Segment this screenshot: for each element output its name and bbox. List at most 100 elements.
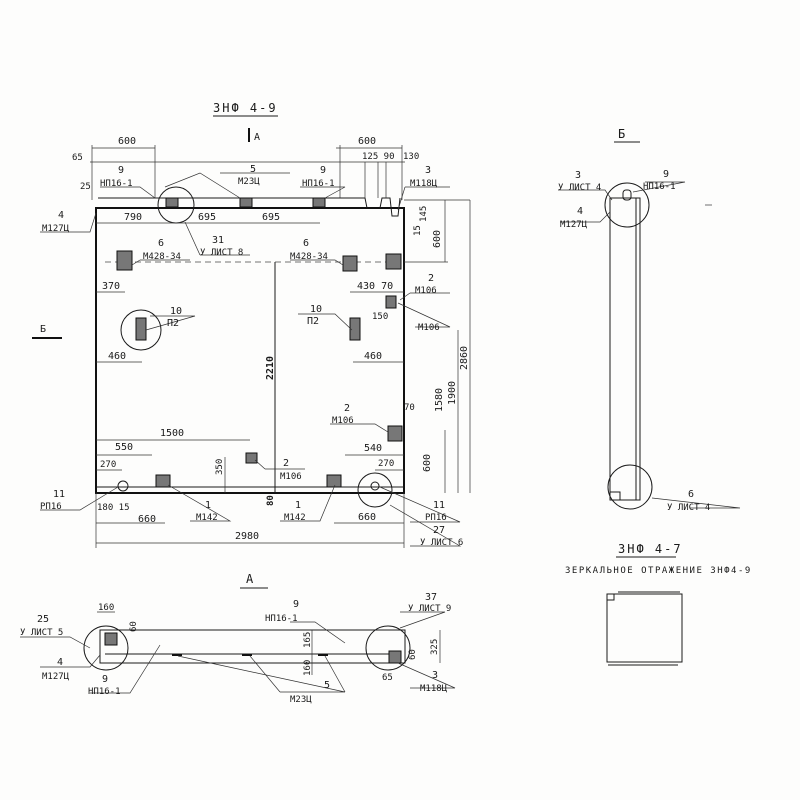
callout-list6: У ЛИСТ 6 xyxy=(420,538,463,548)
callout-list5: У ЛИСТ 5 xyxy=(20,628,63,638)
leader-lines xyxy=(40,172,462,547)
mirror-variant: ЗНФ 4-7 ЗЕРКАЛЬНОЕ ОТРАЖЕНИЕ ЗНФ4-9 xyxy=(565,542,752,666)
callout-pos: 3 xyxy=(575,170,581,181)
callout-pos: 2 xyxy=(283,458,289,469)
dim-145: 145 xyxy=(419,206,429,222)
anchor-bolt xyxy=(370,481,380,491)
callout-pos: 10 xyxy=(310,304,322,315)
dim-660: 660 xyxy=(138,514,156,525)
section-a-title: А xyxy=(246,572,255,586)
dim-370: 370 xyxy=(102,281,120,292)
dim-130: 130 xyxy=(403,152,419,162)
callout-pos: 5 xyxy=(250,164,256,175)
leader-lines xyxy=(20,611,456,694)
embedded-plate xyxy=(388,650,402,664)
embedded-plate xyxy=(104,632,118,646)
dim-65: 65 xyxy=(382,673,393,683)
callout-pos: 31 xyxy=(212,235,224,246)
loop-mark xyxy=(622,189,632,201)
dim-350: 350 xyxy=(215,459,225,475)
section-b: Б 3 У ЛИСТ 4 9 НП16-1 4 М127Ц 6 У ЛИСТ 4 xyxy=(558,127,741,513)
dim-2210: 2210 xyxy=(265,356,276,380)
dim-25: 25 xyxy=(80,182,91,192)
callout-m106: М106 xyxy=(332,416,354,426)
callout-np16: НП16-1 xyxy=(265,614,298,624)
callout-m118: М118Ц xyxy=(420,684,448,694)
dim-460: 460 xyxy=(364,351,382,362)
callout-pos: 6 xyxy=(303,238,309,249)
dim-430-70: 430 70 xyxy=(357,281,393,292)
callout-m106: М106 xyxy=(415,286,437,296)
callout-m106: М106 xyxy=(418,323,440,333)
dim-180-15: 180 15 xyxy=(97,503,130,513)
callout-np16: НП16-1 xyxy=(302,179,335,189)
dim-80: 80 xyxy=(266,495,276,506)
embedded-plate xyxy=(312,197,326,208)
embedded-plate xyxy=(342,255,358,272)
dim-600-vertical: 600 xyxy=(432,230,443,248)
callout-list8: У ЛИСТ 8 xyxy=(200,248,243,258)
embedded-plate xyxy=(385,295,397,309)
callout-pos: 10 xyxy=(170,306,182,317)
embedded-plate xyxy=(155,474,171,488)
dim-695: 695 xyxy=(198,212,216,223)
detail-circle xyxy=(607,464,653,510)
dim-1500: 1500 xyxy=(160,428,184,439)
detail-circle xyxy=(120,309,162,351)
callout-m127: М127Ц xyxy=(560,220,588,230)
callout-pos: 3 xyxy=(425,165,431,176)
callout-pos: 4 xyxy=(577,206,583,217)
callout-rp16: РП16 xyxy=(425,513,447,523)
dim-160: 160 xyxy=(98,603,114,613)
callout-list9: У ЛИСТ 9 xyxy=(408,604,451,614)
top-strip xyxy=(98,197,368,209)
main-title: ЗНФ 4-9 xyxy=(213,101,278,115)
callout-m127: М127Ц xyxy=(42,224,70,234)
dim-600: 600 xyxy=(358,136,376,147)
section-a-body xyxy=(99,629,406,664)
section-a: А 160 60 25 У ЛИСТ 5 4 М127Ц 9 НП16-1 9 … xyxy=(20,572,456,705)
callout-np16: НП16-1 xyxy=(88,687,121,697)
embedded-plate xyxy=(165,197,179,208)
dim-270: 270 xyxy=(100,460,116,470)
dim-550: 550 xyxy=(115,442,133,453)
callout-pos: 9 xyxy=(663,169,669,180)
callout-pos: 9 xyxy=(102,674,108,685)
callout-m106: М106 xyxy=(280,472,302,482)
callout-pos: 11 xyxy=(53,489,65,500)
detail-circle xyxy=(83,625,129,671)
callout-p2: П2 xyxy=(307,316,319,327)
dim-150: 150 xyxy=(372,312,388,322)
callout-pos: 2 xyxy=(344,403,350,414)
callout-m118: М118Ц xyxy=(410,179,438,189)
dim-270: 270 xyxy=(378,459,394,469)
callout-rp16: РП16 xyxy=(40,502,62,512)
mirror-note: ЗЕРКАЛЬНОЕ ОТРАЖЕНИЕ ЗНФ4-9 xyxy=(565,566,752,576)
top-notch xyxy=(379,197,401,217)
embedded-plate xyxy=(385,253,402,270)
callout-list4: У ЛИСТ 4 xyxy=(667,503,710,513)
callout-pos: 2 xyxy=(428,273,434,284)
dim-325: 325 xyxy=(430,639,440,655)
callout-m127: М127Ц xyxy=(42,672,70,682)
section-b-title: Б xyxy=(618,127,627,141)
callout-pos: 9 xyxy=(293,599,299,610)
dim-1900: 1900 xyxy=(447,381,458,405)
dim-600-bottom: 600 xyxy=(422,454,433,472)
callout-np16: НП16-1 xyxy=(643,182,676,192)
embedded-plate xyxy=(116,250,133,271)
dim-460: 460 xyxy=(108,351,126,362)
dim-790: 790 xyxy=(124,212,142,223)
view-b-label: Б xyxy=(40,324,46,335)
callout-pos: 5 xyxy=(324,680,330,691)
dim-540: 540 xyxy=(364,443,382,454)
callout-pos: 6 xyxy=(158,238,164,249)
callout-m23: М23Ц xyxy=(238,177,260,187)
callout-pos: 6 xyxy=(688,489,694,500)
detail-circle xyxy=(357,472,393,508)
dim-60: 60 xyxy=(129,621,139,632)
dim-165: 165 xyxy=(303,632,313,648)
dim-160: 160 xyxy=(303,660,313,676)
